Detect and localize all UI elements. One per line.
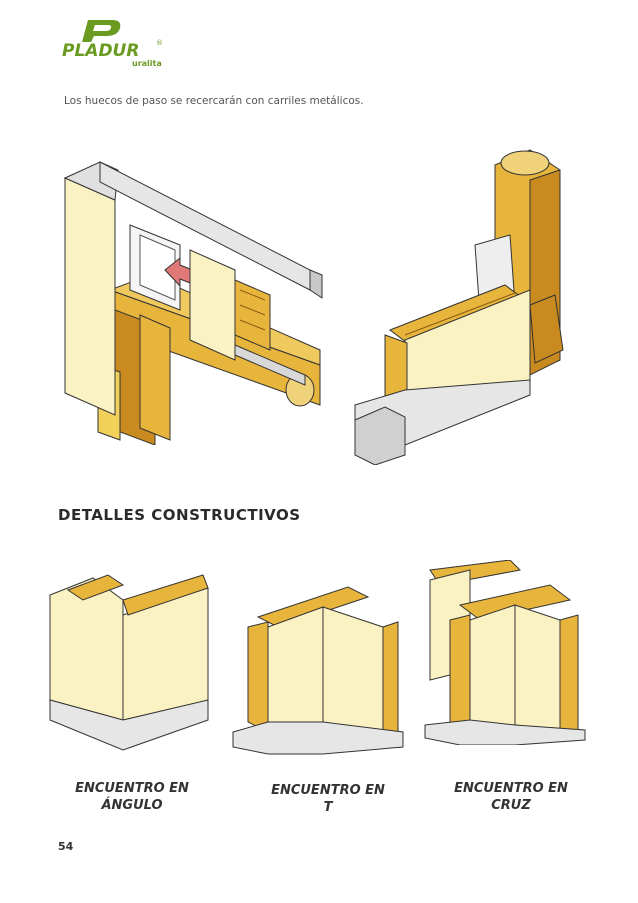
t-junction-illustration (232, 586, 404, 755)
figure-label-t: ENCUENTRO EN T (271, 783, 385, 815)
corner-junction-illustration (49, 574, 209, 751)
figure-label-cross: ENCUENTRO EN CRUZ (454, 781, 568, 813)
door-opening-illustration (63, 161, 323, 445)
section-title: DETALLES CONSTRUCTIVOS (58, 506, 301, 524)
brand-sub: uralita (132, 59, 162, 68)
brand-reg: ® (156, 39, 163, 47)
pladur-logo: PLADUR ® uralita (60, 18, 170, 68)
caption-text: Los huecos de paso se recercarán con car… (64, 95, 364, 107)
cross-junction-illustration (424, 560, 586, 745)
wall-column-illustration (354, 149, 564, 465)
figure-label-angle: ENCUENTRO EN ÁNGULO (75, 781, 189, 813)
brand-name: PLADUR (62, 41, 139, 61)
page-number: 54 (58, 840, 74, 853)
